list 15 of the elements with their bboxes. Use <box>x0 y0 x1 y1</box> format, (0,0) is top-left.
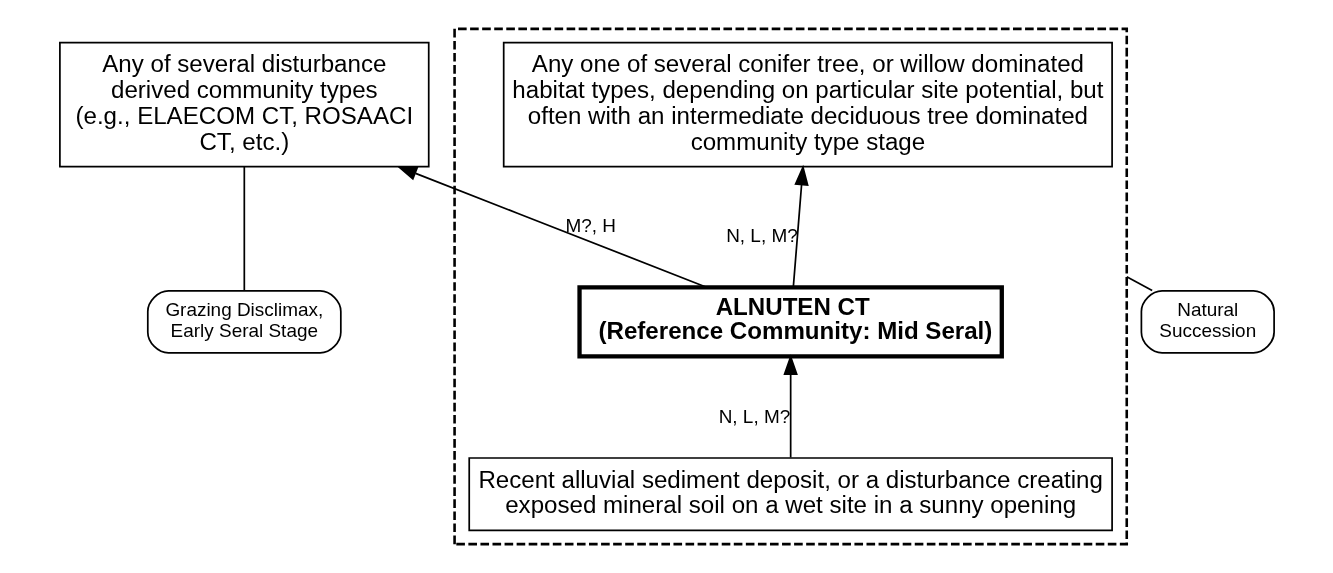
connector <box>1125 275 1153 292</box>
connector <box>242 166 245 292</box>
arrow <box>791 164 809 289</box>
edge-label: M?, H <box>564 214 616 236</box>
node-box: Any of several disturbance derived community types (e.g., ELAECOM CT, ROSAACI CT, etc.) <box>58 41 430 168</box>
edge-label: N, L, M? <box>725 225 798 247</box>
node-box: Grazing Disclimax, Early Seral Stage <box>146 289 342 354</box>
edge-label: N, L, M? <box>718 405 790 427</box>
arrow <box>782 354 798 459</box>
cluster <box>452 27 1128 546</box>
node-box: Recent alluvial sediment deposit, or a disturbance creating exposed mineral soil on a wet site in a sunny opening <box>467 457 1113 532</box>
node-box: Any one of several conifer tree, or willow dominated habitat types, depending on particular site potential, but often with an intermediate deciduous tree dominated community type stage <box>502 41 1113 168</box>
node-box: ALNUTEN CT (Reference Community: Mid Seral) <box>576 285 1004 359</box>
node-box: Natural Succession <box>1140 289 1275 354</box>
arrow <box>396 165 707 289</box>
